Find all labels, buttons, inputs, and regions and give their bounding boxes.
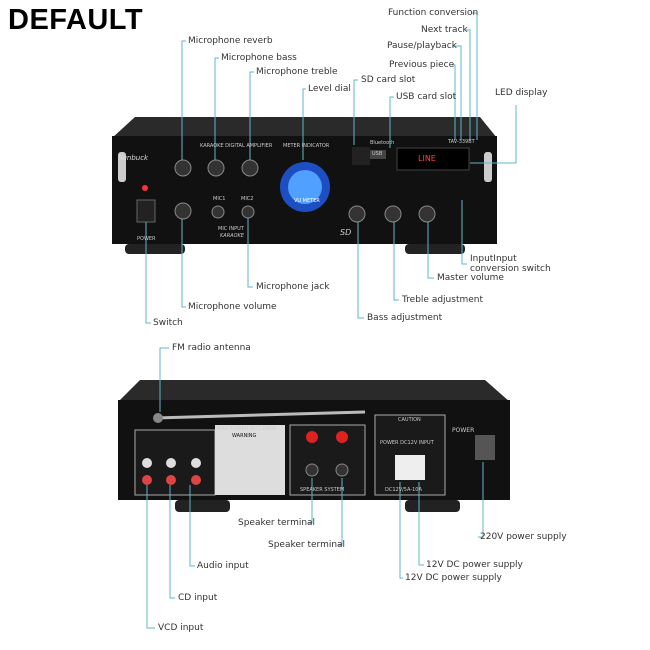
vu-label: VU METER bbox=[294, 198, 320, 204]
dc-rating-label: DC12V/5A-10A bbox=[385, 487, 422, 493]
label-switch: Switch bbox=[153, 318, 183, 328]
label-speaker-terminal-2: Speaker terminal bbox=[268, 540, 346, 550]
mic-input-label: MIC INPUT bbox=[218, 226, 244, 232]
label-master-volume: Master volume bbox=[437, 273, 504, 283]
label-mic-jack: Microphone jack bbox=[256, 282, 330, 292]
label-treble-adjustment: Treble adjustment bbox=[402, 295, 484, 305]
label-12v-dc-1: 12V DC power supply bbox=[426, 560, 523, 570]
caution-label: CAUTION bbox=[398, 417, 421, 423]
bluetooth-label: Bluetooth bbox=[370, 140, 395, 146]
label-audio-input: Audio input bbox=[197, 561, 249, 571]
meter-label: METER INDICATOR bbox=[283, 143, 330, 149]
back-power-label: POWER bbox=[452, 427, 475, 434]
label-level-dial: Level dial bbox=[308, 84, 351, 94]
front-amplifier bbox=[112, 117, 497, 254]
label-fm-antenna: FM radio antenna bbox=[172, 343, 251, 353]
label-led-display: LED display bbox=[495, 88, 548, 98]
model-label: TAV-339BT bbox=[448, 139, 475, 145]
karaoke-label: KARAOKE bbox=[220, 233, 244, 239]
sd-logo: SD bbox=[340, 228, 352, 237]
label-previous-piece: Previous piece bbox=[389, 60, 455, 70]
warning-label: WARNING bbox=[232, 433, 257, 439]
front-title: KARAOKE DIGITAL AMPLIFIER bbox=[200, 143, 273, 149]
power-label: POWER bbox=[137, 236, 156, 242]
label-input-switch-2: conversion switch bbox=[470, 264, 551, 274]
mic1-label: MIC1 bbox=[213, 196, 226, 202]
label-usb-card-slot: USB card slot bbox=[396, 92, 457, 102]
label-12v-dc-2: 12V DC power supply bbox=[405, 573, 502, 583]
max-power-label: MAX POWER OUT:200W bbox=[217, 426, 277, 432]
label-input-switch-1: InputInput bbox=[470, 254, 517, 264]
brand-logo: Sunbuck bbox=[118, 154, 149, 162]
usb-label: USB bbox=[372, 151, 383, 157]
label-cd-input: CD input bbox=[178, 593, 218, 603]
label-mic-volume: Microphone volume bbox=[188, 302, 277, 312]
watermark: DEFAULT bbox=[8, 4, 144, 36]
power-dc-label: POWER DC12V INPUT bbox=[380, 440, 434, 446]
back-amplifier bbox=[118, 380, 510, 512]
label-speaker-terminal-1: Speaker terminal bbox=[238, 518, 316, 528]
label-mic-reverb: Microphone reverb bbox=[188, 36, 273, 46]
label-220v-power: 220V power supply bbox=[480, 532, 567, 542]
label-function-conversion: Function conversion bbox=[388, 8, 479, 18]
mic2-label: MIC2 bbox=[241, 196, 254, 202]
label-mic-bass: Microphone bass bbox=[221, 53, 297, 63]
leader-lines bbox=[145, 12, 517, 629]
label-bass-adjustment: Bass adjustment bbox=[367, 313, 443, 323]
speaker-system-label: SPEAKER SYSTEM bbox=[300, 487, 345, 493]
label-mic-treble: Microphone treble bbox=[256, 67, 338, 77]
label-vcd-input: VCD input bbox=[158, 623, 204, 633]
label-next-track: Next track bbox=[421, 25, 468, 35]
label-sd-card-slot: SD card slot bbox=[361, 75, 416, 85]
led-text: LINE bbox=[418, 154, 436, 163]
label-pause-playback: Pause/playback bbox=[387, 41, 457, 51]
